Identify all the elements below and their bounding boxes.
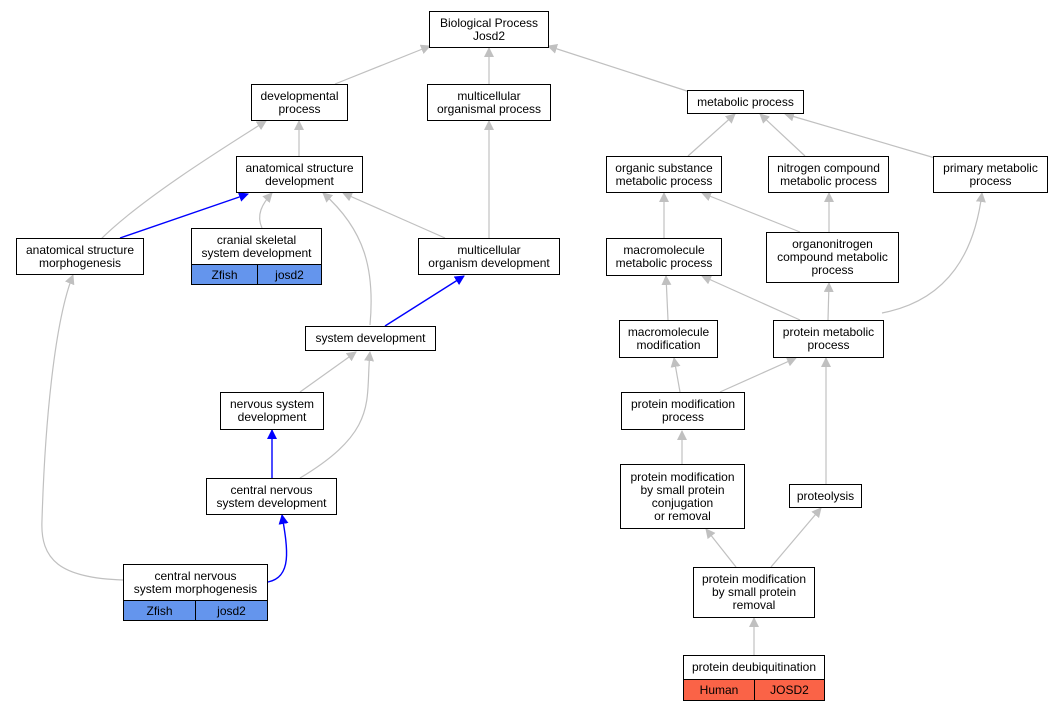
edge-cnsm-to-asmorph bbox=[41, 274, 124, 581]
annotation-species-zfish[interactable]: Zfish bbox=[191, 264, 258, 285]
node-nervous-system-development[interactable]: nervous system development bbox=[220, 392, 324, 430]
edge-cranial-to-asdev bbox=[259, 192, 273, 229]
node-organic-substance-metabolic-process[interactable]: organic substance metabolic process bbox=[606, 156, 722, 193]
node-protein-modification-small-protein-conjugation[interactable]: protein modification by small protein co… bbox=[620, 464, 745, 529]
annotation-gene-josd2[interactable]: josd2 bbox=[195, 600, 268, 621]
edge-sysdev-to-asdev bbox=[322, 192, 372, 326]
node-cranial-skeletal-system-development[interactable]: cranial skeletal system development bbox=[191, 228, 322, 265]
annotation-gene-josd2[interactable]: josd2 bbox=[257, 264, 322, 285]
edge-pmp-to-onc bbox=[823, 282, 834, 321]
edge-pmp-to-pm bbox=[881, 192, 986, 314]
edge-removal-to-conj bbox=[705, 528, 737, 568]
node-biological-process[interactable]: Biological Process Josd2 bbox=[429, 11, 549, 48]
edge-ncm-to-metabolic bbox=[759, 113, 806, 157]
node-system-development[interactable]: system development bbox=[305, 326, 436, 351]
node-protein-modification-small-protein-removal[interactable]: protein modification by small protein re… bbox=[693, 567, 815, 618]
edge-asmorph-to-asdev bbox=[119, 192, 249, 239]
node-multicellular-organism-development[interactable]: multicellular organism development bbox=[418, 238, 560, 275]
edge-osm-to-metabolic bbox=[687, 113, 736, 157]
annotation-gene-josd2[interactable]: JOSD2 bbox=[754, 679, 825, 701]
edge-sysdev-to-mod bbox=[384, 275, 465, 327]
edge-asmorph-to-developmental bbox=[99, 120, 267, 241]
node-central-nervous-system-development[interactable]: central nervous system development bbox=[206, 478, 337, 515]
node-anatomical-structure-morphogenesis[interactable]: anatomical structure morphogenesis bbox=[16, 238, 144, 275]
node-primary-metabolic-process[interactable]: primary metabolic process bbox=[933, 156, 1048, 193]
node-nitrogen-compound-metabolic-process[interactable]: nitrogen compound metabolic process bbox=[768, 156, 889, 193]
node-protein-modification-process[interactable]: protein modification process bbox=[621, 392, 745, 430]
node-proteolysis[interactable]: proteolysis bbox=[789, 484, 862, 508]
edge-pm-to-metabolic bbox=[784, 111, 936, 159]
edge-nsd-to-sysdev bbox=[299, 351, 357, 393]
node-protein-metabolic-process[interactable]: protein metabolic process bbox=[773, 320, 884, 358]
node-anatomical-structure-development[interactable]: anatomical structure development bbox=[236, 156, 363, 193]
node-macromolecule-modification[interactable]: macromolecule modification bbox=[619, 320, 718, 358]
edge-removal-to-proteolysis bbox=[770, 507, 822, 568]
annotation-species-zfish[interactable]: Zfish bbox=[123, 600, 196, 621]
edge-macromod-to-macro bbox=[661, 275, 672, 321]
node-macromolecule-metabolic-process[interactable]: macromolecule metabolic process bbox=[606, 238, 722, 276]
edge-cnsd-to-sysdev bbox=[299, 351, 375, 479]
edge-metabolic-to-root bbox=[547, 44, 691, 93]
edge-developmental-to-root bbox=[334, 44, 431, 85]
edge-pmodp-to-macromod bbox=[670, 357, 681, 393]
edge-onc-to-osm bbox=[701, 191, 801, 233]
node-organonitrogen-compound-metabolic-process[interactable]: organonitrogen compound metabolic proces… bbox=[766, 232, 899, 283]
node-metabolic-process[interactable]: metabolic process bbox=[687, 90, 804, 114]
edge-mod-to-asdev bbox=[342, 192, 446, 239]
annotation-species-human[interactable]: Human bbox=[683, 679, 755, 701]
edge-cnsm-to-cnsd bbox=[267, 514, 289, 583]
node-protein-deubiquitination[interactable]: protein deubiquitination bbox=[683, 655, 825, 680]
node-multicellular-organismal-process[interactable]: multicellular organismal process bbox=[427, 84, 551, 121]
edge-pmodp-to-pmp bbox=[719, 357, 797, 393]
node-central-nervous-system-morphogenesis[interactable]: central nervous system morphogenesis bbox=[123, 564, 268, 601]
edge-pmp-to-macro bbox=[701, 275, 801, 321]
node-developmental-process[interactable]: developmental process bbox=[251, 84, 348, 121]
